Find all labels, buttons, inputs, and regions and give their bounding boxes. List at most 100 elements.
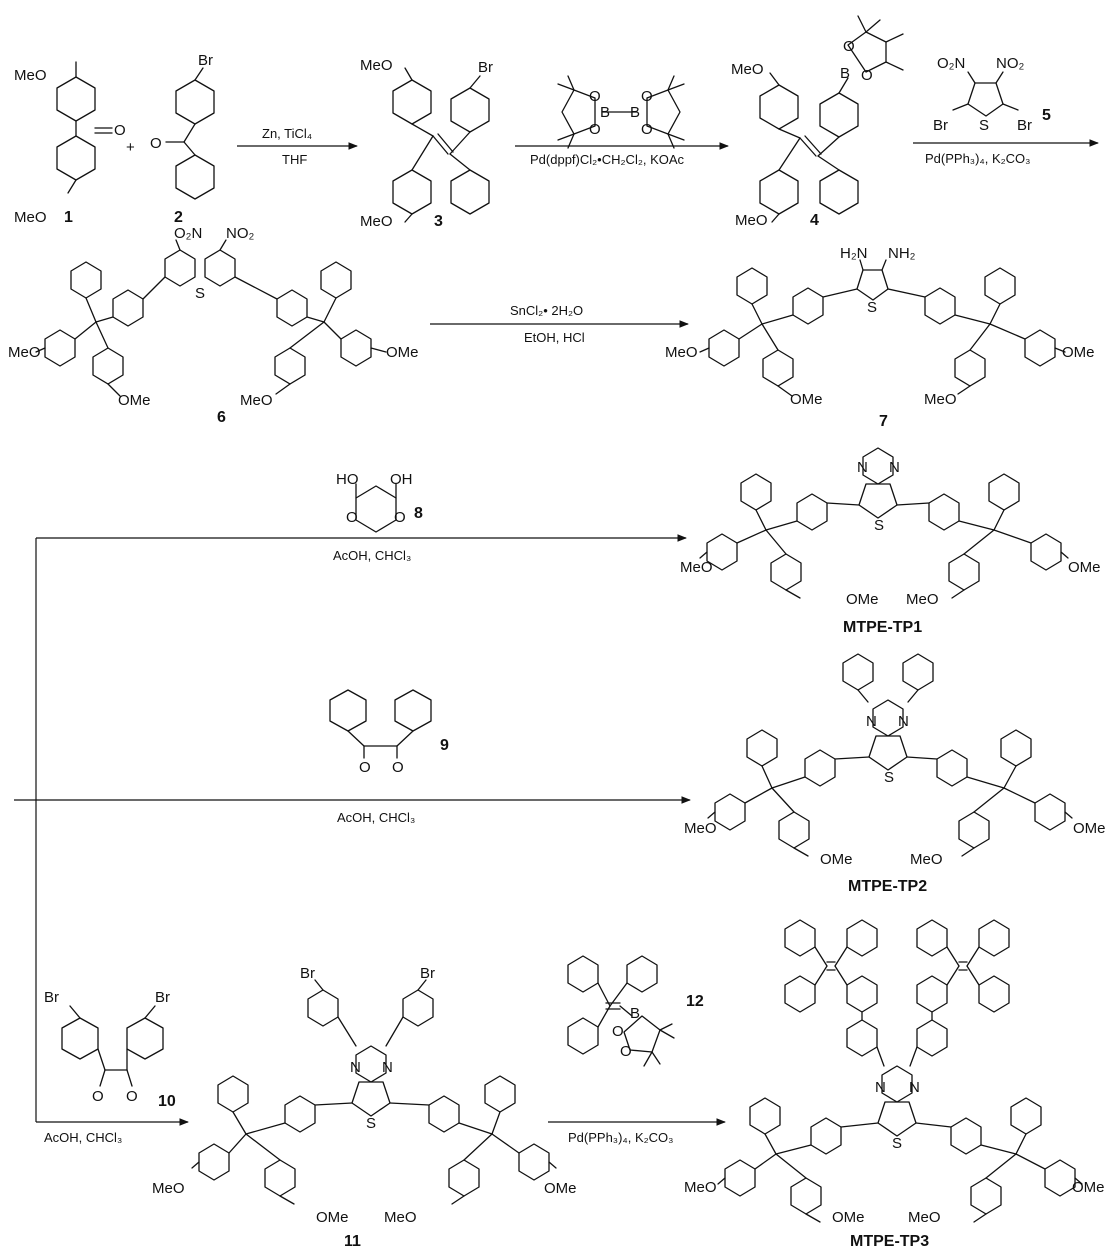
step3-reagents: Pd(PPh₃)₄, K₂CO₃ bbox=[925, 151, 1030, 166]
bromine-label: Br bbox=[420, 965, 435, 982]
oxygen-label: O bbox=[589, 121, 601, 138]
oxygen-label: O bbox=[346, 509, 358, 526]
methoxy-label: MeO bbox=[360, 213, 393, 230]
nitrogen-label: N bbox=[857, 459, 868, 476]
compound-10-structure bbox=[61, 1005, 164, 1087]
bromine-label: Br bbox=[198, 52, 213, 69]
oxygen-label: O bbox=[612, 1023, 624, 1040]
hydroxyl-label: OH bbox=[390, 471, 413, 488]
boron-label: B bbox=[840, 65, 850, 82]
compound-number-12: 12 bbox=[686, 993, 704, 1010]
methoxy-label: MeO bbox=[908, 1209, 941, 1226]
nitrogen-label: N bbox=[889, 459, 900, 476]
bromine-label: Br bbox=[1017, 117, 1032, 134]
bromine-label: Br bbox=[155, 989, 170, 1006]
methoxy-label: MeO bbox=[684, 1179, 717, 1196]
methoxy-label: MeO bbox=[735, 212, 768, 229]
oxygen-label: O bbox=[843, 38, 855, 55]
compound-number-5: 5 bbox=[1042, 107, 1051, 124]
methoxy-label: OMe bbox=[118, 392, 151, 409]
methoxy-label: OMe bbox=[1068, 559, 1101, 576]
compound-8-structure bbox=[355, 483, 397, 533]
methoxy-label: MeO bbox=[14, 209, 47, 226]
compound-3-structure bbox=[392, 67, 490, 223]
hydroxyl-label: HO bbox=[336, 471, 359, 488]
nitrogen-label: N bbox=[875, 1079, 886, 1096]
amino-label: NH₂ bbox=[888, 245, 916, 262]
nitrogen-label: N bbox=[866, 713, 877, 730]
sulfur-label: S bbox=[892, 1135, 902, 1152]
methoxy-label: OMe bbox=[386, 344, 419, 361]
nitrogen-label: N bbox=[909, 1079, 920, 1096]
oxygen-label: O bbox=[114, 122, 126, 139]
sulfur-label: S bbox=[195, 285, 205, 302]
methoxy-label: OMe bbox=[846, 591, 879, 608]
methoxy-label: MeO bbox=[924, 391, 957, 408]
oxygen-label: O bbox=[392, 759, 404, 776]
compound-9-structure bbox=[329, 689, 432, 759]
compound-number-4: 4 bbox=[810, 212, 819, 229]
step8-reagents: Pd(PPh₃)₄, K₂CO₃ bbox=[568, 1130, 673, 1145]
step7-reagents: AcOH, CHCl₃ bbox=[44, 1130, 122, 1145]
step4-solvent: EtOH, HCl bbox=[524, 330, 585, 345]
sulfur-label: S bbox=[366, 1115, 376, 1132]
mtpe-tp2-label: MTPE-TP2 bbox=[848, 878, 927, 895]
mtpe-tp1-label: MTPE-TP1 bbox=[843, 619, 922, 636]
oxygen-label: O bbox=[641, 88, 653, 105]
step2-reagents: Pd(dppf)Cl₂•CH₂Cl₂, KOAc bbox=[530, 152, 685, 167]
amino-label: H₂N bbox=[840, 245, 868, 262]
methoxy-label: OMe bbox=[1073, 820, 1105, 837]
oxygen-label: O bbox=[359, 759, 371, 776]
bromine-label: Br bbox=[44, 989, 59, 1006]
oxygen-label: O bbox=[126, 1088, 138, 1105]
boron-label: B bbox=[600, 104, 610, 121]
nitro-label: NO₂ bbox=[996, 55, 1025, 72]
nitro-label: O₂N bbox=[937, 55, 965, 72]
methoxy-label: MeO bbox=[910, 851, 943, 868]
nitrogen-label: N bbox=[350, 1059, 361, 1076]
compound-12-structure bbox=[567, 955, 675, 1067]
bromine-label: Br bbox=[933, 117, 948, 134]
compound-5-structure bbox=[952, 71, 1019, 117]
compound-number-6: 6 bbox=[217, 409, 226, 426]
methoxy-label: OMe bbox=[1072, 1179, 1105, 1196]
methoxy-label: OMe bbox=[544, 1180, 577, 1197]
methoxy-label: MeO bbox=[684, 820, 717, 837]
methoxy-label: MeO bbox=[384, 1209, 417, 1226]
compound-2-structure bbox=[165, 67, 215, 200]
sulfur-label: S bbox=[884, 769, 894, 786]
methoxy-label: MeO bbox=[152, 1180, 185, 1197]
compound-number-1: 1 bbox=[64, 209, 73, 226]
step6-reagents: AcOH, CHCl₃ bbox=[337, 810, 415, 825]
methoxy-label: MeO bbox=[240, 392, 273, 409]
methoxy-label: MeO bbox=[14, 67, 47, 84]
plus-sign: + bbox=[126, 139, 135, 156]
step4-reagents: SnCl₂• 2H₂O bbox=[510, 303, 583, 318]
bromine-label: Br bbox=[478, 59, 493, 76]
compound-1-structure bbox=[56, 61, 113, 194]
methoxy-label: MeO bbox=[680, 559, 713, 576]
sulfur-label: S bbox=[867, 299, 877, 316]
oxygen-label: O bbox=[589, 88, 601, 105]
oxygen-label: O bbox=[92, 1088, 104, 1105]
step1-solvent: THF bbox=[282, 152, 307, 167]
oxygen-label: O bbox=[620, 1043, 632, 1060]
methoxy-label: MeO bbox=[665, 344, 698, 361]
compound-number-7: 7 bbox=[879, 413, 888, 430]
bromine-label: Br bbox=[300, 965, 315, 982]
compound-number-2: 2 bbox=[174, 209, 183, 226]
oxygen-label: O bbox=[861, 67, 873, 84]
methoxy-label: MeO bbox=[8, 344, 41, 361]
methoxy-label: MeO bbox=[731, 61, 764, 78]
nitrogen-label: N bbox=[898, 713, 909, 730]
methoxy-label: OMe bbox=[790, 391, 823, 408]
mtpe-tp3-label: MTPE-TP3 bbox=[850, 1233, 929, 1250]
methoxy-label: OMe bbox=[1062, 344, 1095, 361]
nitro-label: O₂N bbox=[174, 225, 202, 242]
boron-label: B bbox=[630, 104, 640, 121]
compound-number-3: 3 bbox=[434, 213, 443, 230]
step5-reagents: AcOH, CHCl₃ bbox=[333, 548, 411, 563]
compound-number-10: 10 bbox=[158, 1093, 176, 1110]
oxygen-label: O bbox=[150, 135, 162, 152]
